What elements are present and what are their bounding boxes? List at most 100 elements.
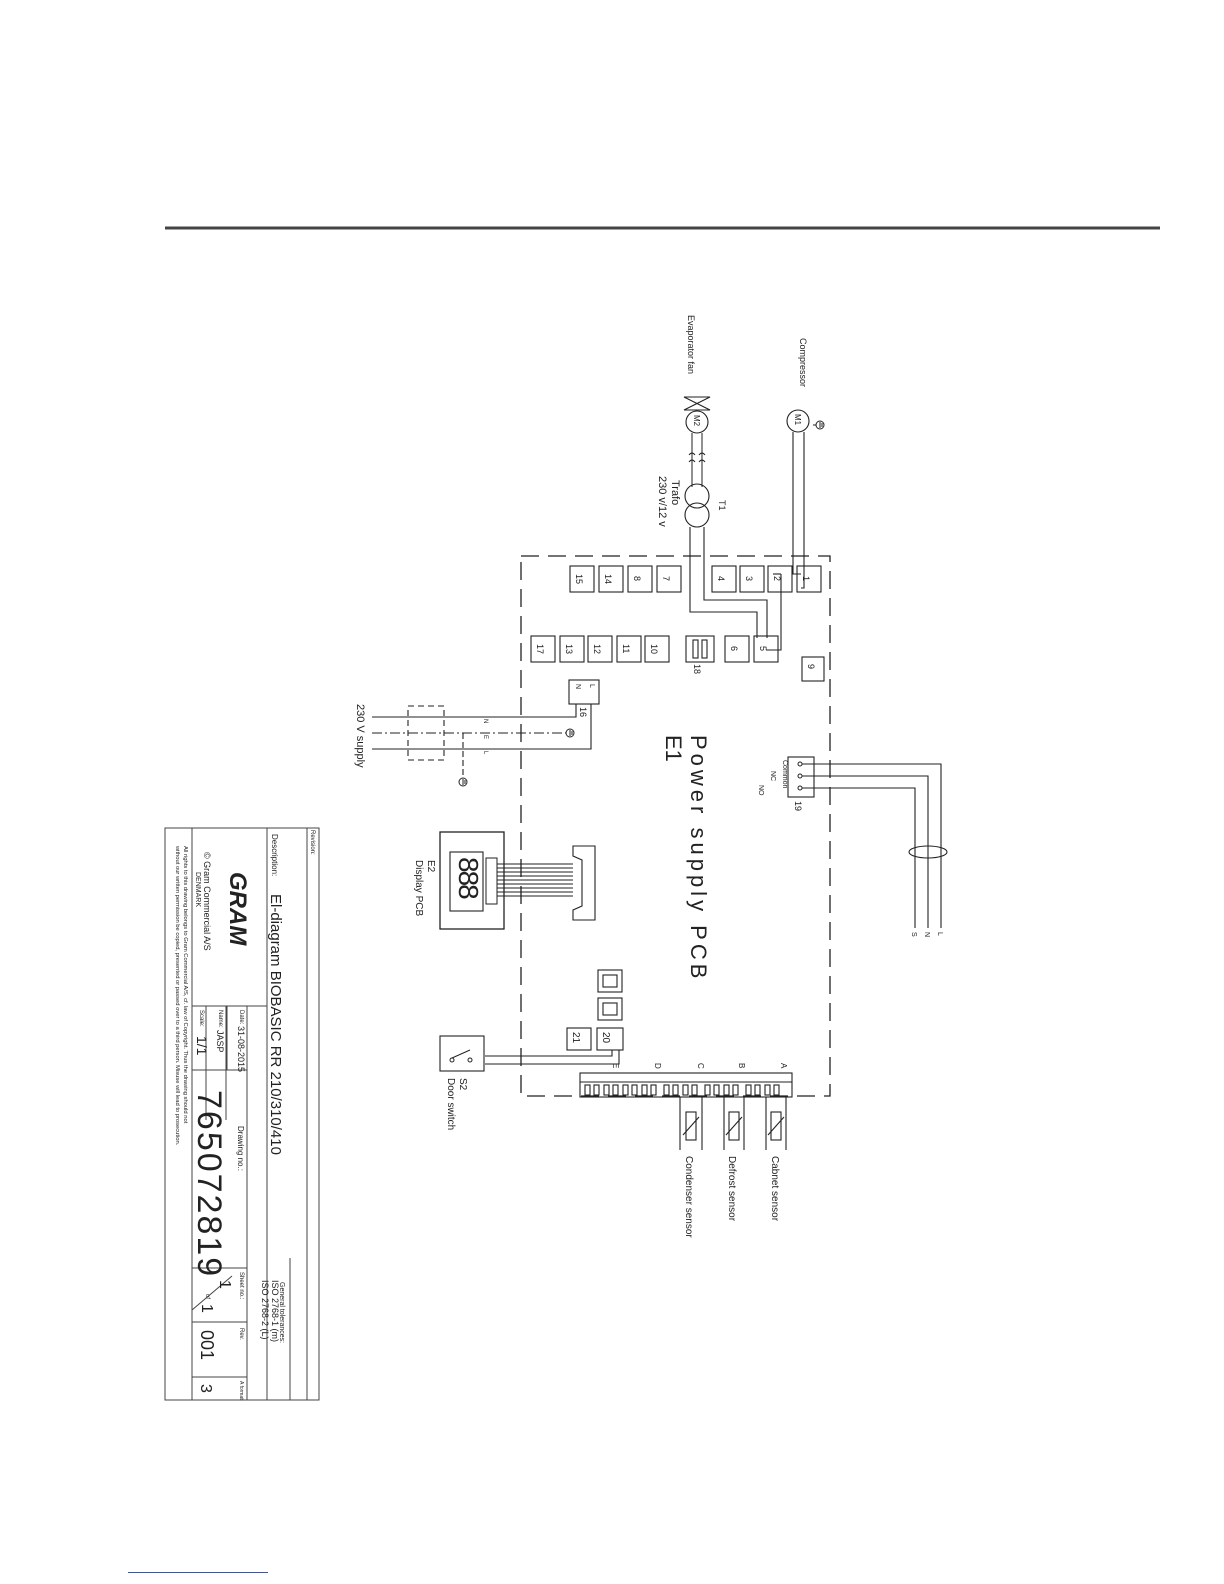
terminal-8: [627, 565, 653, 593]
terminal-label-18: 18: [692, 664, 702, 674]
door-switch-label: Door switch: [445, 1078, 456, 1130]
terminal-label-5: 5: [758, 646, 768, 651]
compressor-wires: [766, 432, 805, 651]
main-pcb-outline: [520, 555, 831, 1097]
door-switch-wires: [485, 1050, 620, 1065]
compressor-id: M1: [793, 414, 802, 426]
fan-label: Evaporator fan: [686, 315, 696, 374]
display-ribbon-connector: [572, 845, 596, 921]
terminal-label-20: 20: [600, 1032, 611, 1044]
main-pcb-id: E1: [661, 735, 686, 762]
terminal-label-15: 15: [574, 574, 584, 584]
condenser-sensor-label: Condenser sensor: [683, 1156, 694, 1238]
drawing-no-label: Drawing no.:: [236, 1126, 245, 1171]
terminal-16-contact-l: L: [588, 684, 595, 688]
display-pcb-label: Display PCB: [413, 860, 424, 916]
sensor-wires: [679, 1097, 787, 1150]
terminal-label-17: 17: [535, 644, 545, 654]
relay-number: 19: [793, 801, 803, 811]
format: 3: [197, 1384, 214, 1393]
connector-c: C: [696, 1063, 705, 1069]
date-label: Date:: [238, 1010, 244, 1025]
terminal-label-1: 1: [801, 576, 811, 581]
terminal-14: [598, 565, 624, 593]
drawing-no: 765072819: [190, 1090, 228, 1278]
revision-label: Revision:: [309, 830, 315, 855]
terminal-label-12: 12: [592, 644, 602, 654]
tolerance-2: ISO 2768-2 (L): [260, 1280, 270, 1340]
rights-line2: without our written permission be copied…: [174, 845, 180, 1146]
terminal-label-2: 2: [772, 576, 782, 581]
display-digits-window: [449, 851, 484, 912]
supply-label: 230 V supply: [354, 704, 366, 768]
display-header-connector: [485, 857, 498, 905]
format-label: A format:: [238, 1381, 244, 1401]
compressor-label: Compressor: [798, 338, 808, 387]
terminal-20: [596, 1027, 624, 1051]
condenser-sensor-symbol: [682, 1111, 700, 1141]
terminal-16-contact-n: N: [574, 684, 581, 689]
cable-wire-l: L: [936, 932, 943, 936]
terminal-label-6: 6: [729, 646, 739, 651]
rights-line1: All rights to this drawing belongs to Gr…: [182, 846, 188, 1124]
supply-line-e: E: [482, 735, 488, 739]
defrost-sensor-label: Defrost sensor: [726, 1156, 737, 1222]
transformer-wires: [689, 527, 768, 638]
external-cable-wires: [802, 763, 948, 928]
rev: 001: [197, 1330, 217, 1360]
relay-contact-nc: NC: [769, 771, 776, 781]
terminal-2: [767, 565, 793, 593]
transformer-rating: 230 v/12 v: [656, 476, 668, 527]
terminal-18: [685, 635, 715, 663]
date: 31-08-2015: [236, 1026, 246, 1072]
main-pcb-label: Power supply PCB: [686, 735, 711, 982]
terminal-label-4: 4: [716, 576, 726, 581]
display-ribbon-cable: [497, 863, 573, 897]
terminal-15: [569, 565, 595, 593]
relay-contact-no: NO: [757, 785, 764, 796]
terminal-12: [587, 635, 613, 663]
terminal-11: [616, 635, 642, 663]
defrost-sensor-symbol: [725, 1111, 743, 1141]
terminal-row-bottom: [530, 635, 825, 682]
supply-line-l: L: [482, 751, 488, 755]
terminal-label-21: 21: [570, 1032, 581, 1044]
copyright-line2: DENMARK: [194, 872, 201, 907]
terminal-label-9: 9: [806, 664, 816, 669]
title-block: [164, 827, 320, 1401]
display-digits: 888: [453, 857, 484, 899]
terminal-17: [530, 635, 556, 663]
connector-d: D: [653, 1063, 662, 1069]
sensor-connector-strip: [579, 1072, 793, 1098]
terminal-label-10: 10: [649, 644, 659, 654]
terminal-21: [566, 1027, 592, 1051]
terminal-label-3: 3: [744, 576, 754, 581]
display-pcb-id: E2: [425, 860, 436, 873]
sheet-current: 1: [216, 1280, 233, 1289]
rev-label: Rev.: [238, 1328, 244, 1340]
terminal-6: [724, 635, 750, 663]
terminal-10: [644, 635, 670, 663]
connector-e: E: [611, 1063, 620, 1068]
title-block-text: Revision: General tolerances: ISO 2768-1…: [174, 830, 315, 1401]
copyright-line1: © Gram Commercial A/S: [202, 852, 212, 951]
terminal-label-7: 7: [661, 576, 671, 581]
compressor-earth-icon: [813, 420, 825, 430]
supply-earth-icon: [565, 728, 575, 738]
terminal-1: [796, 565, 822, 593]
display-pcb-outline: [439, 831, 505, 930]
description-label: Description:: [270, 834, 279, 876]
terminal-9: [801, 656, 825, 682]
connector-a: A: [779, 1063, 788, 1069]
cable-wire-n: N: [923, 932, 930, 937]
terminal-row-top: [569, 565, 822, 593]
fan-motor-symbol: [685, 410, 709, 434]
name: JASP: [215, 1030, 225, 1053]
terminal-label-16: 16: [578, 707, 588, 717]
sheet-no-label: Sheet no.:: [238, 1272, 244, 1300]
scale-label: Scale:: [198, 1010, 204, 1027]
terminal-3: [739, 565, 765, 593]
fan-id: M2: [692, 415, 701, 427]
transformer-id: T1: [717, 500, 727, 511]
